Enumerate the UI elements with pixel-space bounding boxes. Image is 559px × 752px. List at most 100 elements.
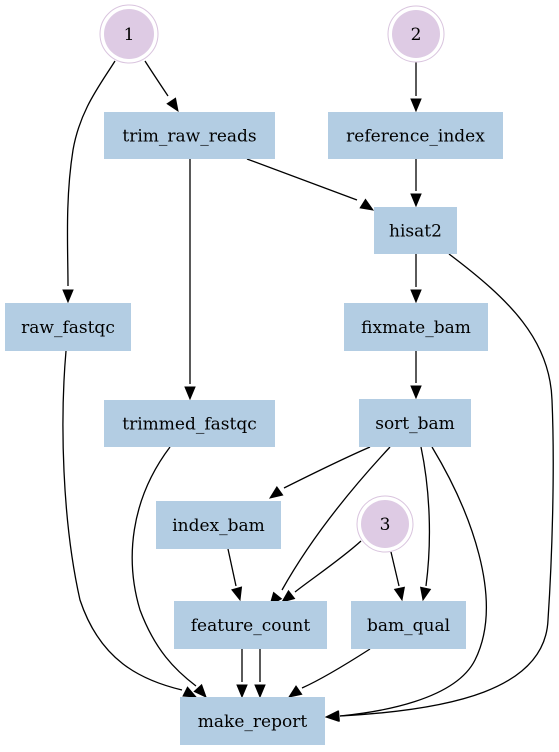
- node-box: [104, 400, 275, 447]
- node-inner-circle: [104, 9, 154, 59]
- node-index-bam[interactable]: index_bam: [156, 501, 281, 549]
- node-label: fixmate_bam: [361, 318, 471, 338]
- edge-raw_fastqc-to-make_report: [62, 350, 198, 698]
- edge-line: [281, 446, 391, 591]
- input-node-3[interactable]: 3: [356, 495, 414, 553]
- edge-bam_qual-to-make_report: [287, 648, 371, 698]
- node-box: [174, 601, 327, 649]
- node-label: trimmed_fastqc: [122, 415, 256, 435]
- edge-line: [62, 350, 183, 691]
- arrowhead: [182, 686, 198, 698]
- edge-line: [390, 551, 400, 587]
- edge-reference_index-to-hisat2: [410, 159, 422, 208]
- node-label: hisat2: [389, 222, 442, 242]
- node-box: [104, 112, 275, 159]
- arrowhead: [410, 98, 422, 113]
- node-label: 3: [380, 515, 391, 535]
- edge-in1-to-raw_fastqc: [62, 60, 116, 304]
- arrowhead: [410, 289, 422, 304]
- edge-sort_bam-to-index_bam: [268, 446, 371, 499]
- arrowhead: [254, 684, 266, 699]
- node-outer-ring: [99, 4, 159, 64]
- arrowhead: [410, 193, 422, 208]
- edge-fixmate_bam-to-sort_bam: [410, 351, 422, 400]
- edge-in1-to-trim_raw_reads: [144, 60, 179, 113]
- node-inner-circle: [361, 500, 409, 548]
- node-feature-count[interactable]: feature_count: [174, 601, 327, 649]
- node-outer-ring: [356, 495, 414, 553]
- node-label: reference_index: [346, 127, 485, 147]
- node-box: [328, 112, 503, 159]
- edge-trim_raw_reads-to-trimmed_fastqc: [184, 159, 196, 401]
- edge-index_bam-to-feature_count: [227, 548, 243, 602]
- node-inner-circle: [392, 10, 440, 58]
- node-label: sort_bam: [375, 414, 455, 434]
- arrowhead: [419, 586, 432, 602]
- node-label: 1: [124, 25, 135, 45]
- arrowhead: [359, 198, 375, 211]
- edge-sort_bam-to-bam_qual: [419, 446, 432, 602]
- edge-trimmed_fastqc-to-make_report: [131, 446, 207, 698]
- edge-line: [339, 446, 487, 717]
- node-box: [374, 207, 457, 254]
- edge-sort_bam-to-make_report: [325, 446, 487, 722]
- edges: [62, 60, 554, 722]
- arrowhead: [166, 97, 179, 113]
- arrowhead: [325, 710, 340, 722]
- arrowhead: [184, 386, 196, 401]
- node-box: [351, 601, 466, 649]
- node-box: [344, 303, 488, 351]
- node-box: [5, 303, 131, 351]
- edge-line: [294, 540, 362, 593]
- nodes: 1 2 3 trim_raw_reads reference_index hisat2 ra…: [5, 4, 503, 745]
- node-hisat2[interactable]: hisat2: [374, 207, 457, 254]
- node-outer-ring: [387, 5, 445, 63]
- node-make-report[interactable]: make_report: [180, 697, 325, 745]
- node-label: make_report: [198, 712, 308, 732]
- node-fixmate-bam[interactable]: fixmate_bam: [344, 303, 488, 351]
- arrowhead: [287, 685, 303, 698]
- edge-line: [144, 60, 169, 97]
- arrowhead: [231, 586, 243, 602]
- node-label: bam_qual: [367, 616, 450, 636]
- node-box: [180, 697, 325, 745]
- node-label: trim_raw_reads: [122, 127, 256, 147]
- edge-in2-to-reference_index: [410, 62, 422, 113]
- edge-line: [420, 446, 431, 587]
- node-box: [359, 399, 471, 447]
- node-raw-fastqc[interactable]: raw_fastqc: [5, 303, 131, 351]
- edge-line: [246, 158, 358, 201]
- node-sort-bam[interactable]: sort_bam: [359, 399, 471, 447]
- node-label: raw_fastqc: [21, 318, 115, 338]
- edge-in3-to-bam_qual: [390, 551, 406, 602]
- edge-line: [227, 548, 237, 587]
- edge-hisat2-to-fixmate_bam: [410, 254, 422, 304]
- node-label: index_bam: [172, 516, 265, 536]
- node-reference-index[interactable]: reference_index: [328, 112, 503, 159]
- edge-feature_count-to-make_report: [236, 649, 248, 699]
- edge-line: [301, 648, 371, 689]
- arrowhead: [393, 586, 406, 602]
- arrowhead: [62, 289, 74, 304]
- arrowhead: [193, 683, 207, 698]
- node-label: 2: [411, 25, 422, 45]
- edge-in3-to-feature_count: [280, 540, 362, 603]
- input-node-1[interactable]: 1: [99, 4, 159, 64]
- node-trimmed-fastqc[interactable]: trimmed_fastqc: [104, 400, 275, 447]
- node-label: feature_count: [191, 616, 311, 636]
- arrowhead: [280, 589, 296, 603]
- arrowhead: [410, 385, 422, 400]
- edge-line: [66, 60, 116, 287]
- input-node-2[interactable]: 2: [387, 5, 445, 63]
- edge-line: [131, 446, 197, 687]
- node-trim-raw-reads[interactable]: trim_raw_reads: [104, 112, 275, 159]
- edge-line: [339, 253, 554, 717]
- arrowhead: [268, 486, 284, 499]
- edge-line: [283, 446, 371, 489]
- node-bam-qual[interactable]: bam_qual: [351, 601, 466, 649]
- node-box: [156, 501, 281, 549]
- arrowhead: [236, 684, 248, 699]
- edge-feature_count-to-make_report: [254, 649, 266, 699]
- edge-trim_raw_reads-to-hisat2: [246, 158, 375, 211]
